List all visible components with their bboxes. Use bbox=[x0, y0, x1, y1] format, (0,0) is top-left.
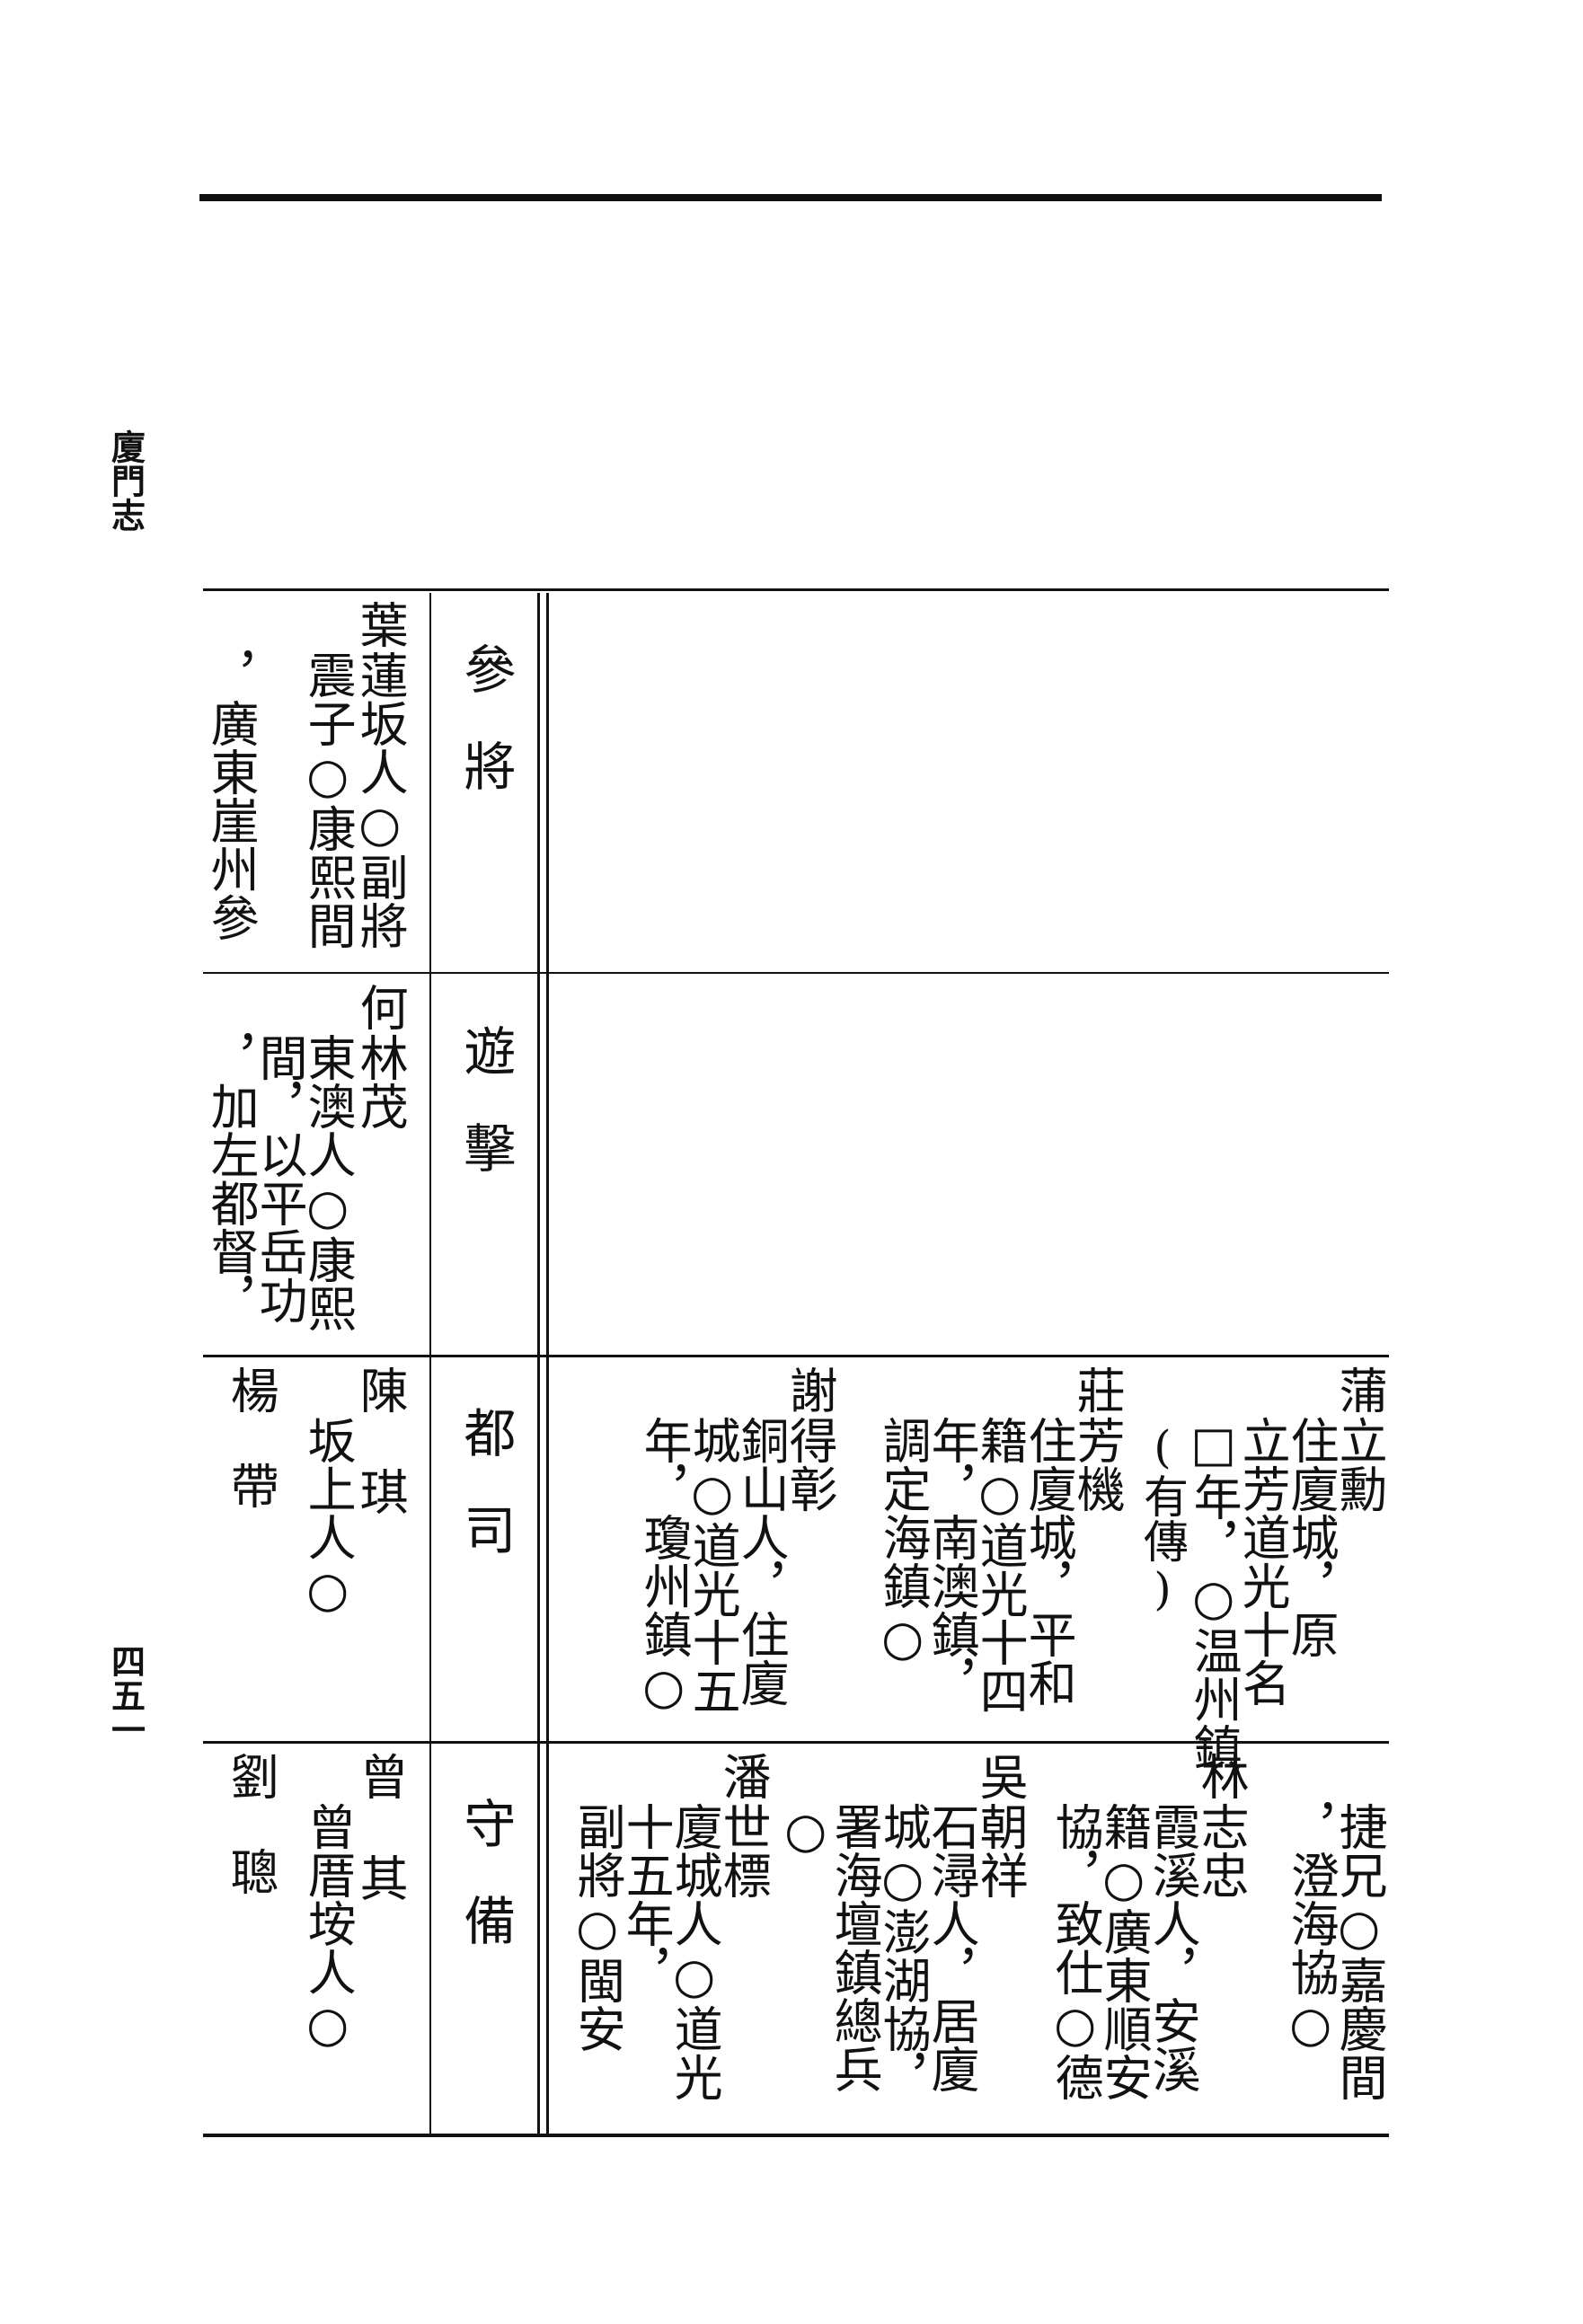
rank-dusi: 都司 bbox=[455, 1406, 517, 1600]
entry-column: 陳 bbox=[351, 1365, 409, 1414]
entry-column: 曾厝垵人○ bbox=[299, 1802, 357, 2053]
row-divider-3 bbox=[203, 1741, 1389, 1744]
rank-shoubei: 守備 bbox=[455, 1797, 517, 1991]
entry-column: 震子○康熙間 bbox=[299, 650, 357, 950]
entry-column: 芳機 bbox=[1068, 1416, 1126, 1513]
entry-column: 朝祥 bbox=[971, 1802, 1029, 1899]
entry-column: 立芳道光十名 bbox=[1234, 1416, 1291, 1707]
entry-column: 林 bbox=[1192, 1752, 1250, 1800]
entry-column: 葉 bbox=[351, 600, 409, 649]
entry-column: 世標 bbox=[714, 1802, 772, 1899]
rank-youji: 遊擊 bbox=[455, 1024, 517, 1218]
entry-column: 坂上人○ bbox=[299, 1416, 357, 1618]
entry-column: ○ bbox=[777, 1802, 835, 1859]
col-divider-double bbox=[546, 593, 549, 2134]
entry-column: 調定海鎮○ bbox=[874, 1416, 932, 1666]
entry-column: 潘 bbox=[714, 1752, 772, 1800]
entry-column: 立勳 bbox=[1331, 1416, 1388, 1513]
entry-column: 琪 bbox=[351, 1467, 409, 1515]
page-number: 四五一 bbox=[105, 1644, 146, 1746]
entry-column: 劉聰 bbox=[222, 1752, 279, 1942]
entry-column: 曾 bbox=[351, 1752, 409, 1800]
entry-column: 楊帶 bbox=[222, 1365, 279, 1556]
entry-column: 東澳人○康熙 bbox=[299, 1033, 357, 1332]
entry-column: 間，以平岳功 bbox=[251, 1033, 308, 1324]
entry-column: 住廈城，平和 bbox=[1020, 1416, 1077, 1707]
entry-column: 蓮坂人○副將 bbox=[351, 650, 409, 950]
entry-column: 石潯人，居廈 bbox=[923, 1802, 980, 2093]
entry-column: 林茂 bbox=[351, 1033, 409, 1130]
row-divider-top bbox=[203, 588, 1389, 591]
entry-column: 副將○閩安 bbox=[569, 1802, 626, 2053]
entry-column: 霞溪人，安溪 bbox=[1144, 1802, 1201, 2093]
entry-column: 蒲 bbox=[1331, 1365, 1388, 1414]
top-rule bbox=[199, 194, 1382, 201]
entry-column: 住廈城，原 bbox=[1282, 1416, 1340, 1658]
entry-column: 署海壇鎮總兵 bbox=[826, 1802, 883, 2093]
entry-column: 得彰 bbox=[781, 1416, 838, 1513]
entry-column: 籍○道光十四 bbox=[971, 1416, 1029, 1715]
bottom-rule bbox=[203, 2134, 1389, 2137]
entry-column: 年，瓊州鎮○ bbox=[635, 1416, 693, 1715]
entry-column: 城○澎湖協， bbox=[874, 1802, 932, 2101]
entry-column: ，澄海協○ bbox=[1282, 1802, 1340, 2053]
col-divider-rank-left bbox=[429, 593, 431, 2134]
entry-column: □年，○温州鎮 bbox=[1185, 1416, 1243, 1772]
entry-column: 年，南澳鎮， bbox=[923, 1416, 980, 1707]
entry-column: 十五年， bbox=[617, 1802, 675, 1996]
entry-column: 銅山人，住廈 bbox=[732, 1416, 790, 1707]
entry-column: 廈城人○道光 bbox=[666, 1802, 723, 2101]
book-title: 廈門志 bbox=[105, 429, 146, 532]
row-divider-1 bbox=[203, 972, 1389, 974]
entry-column: 籍○廣東順安 bbox=[1095, 1802, 1153, 2101]
entry-column: 協，致仕○德 bbox=[1047, 1802, 1104, 2101]
entry-column: 志忠 bbox=[1192, 1802, 1250, 1899]
entry-column: 謝 bbox=[781, 1365, 838, 1414]
entry-column: 城○道光十五 bbox=[684, 1416, 741, 1715]
entry-column: 捷兄○嘉慶間 bbox=[1331, 1802, 1388, 2101]
row-divider-2 bbox=[203, 1355, 1389, 1357]
entry-column: 吳 bbox=[971, 1752, 1029, 1800]
entry-column: 莊 bbox=[1068, 1365, 1126, 1414]
entry-column: 其 bbox=[351, 1853, 409, 1902]
entry-note: (有傳) bbox=[1136, 1421, 1189, 1615]
entry-column: ，加左都督， bbox=[202, 1033, 260, 1324]
entry-column: ，廣東崖州參 bbox=[202, 650, 260, 941]
entry-column: 何 bbox=[351, 983, 409, 1031]
col-divider-rank-right bbox=[537, 593, 540, 2134]
rank-canjiang: 參將 bbox=[455, 642, 517, 836]
